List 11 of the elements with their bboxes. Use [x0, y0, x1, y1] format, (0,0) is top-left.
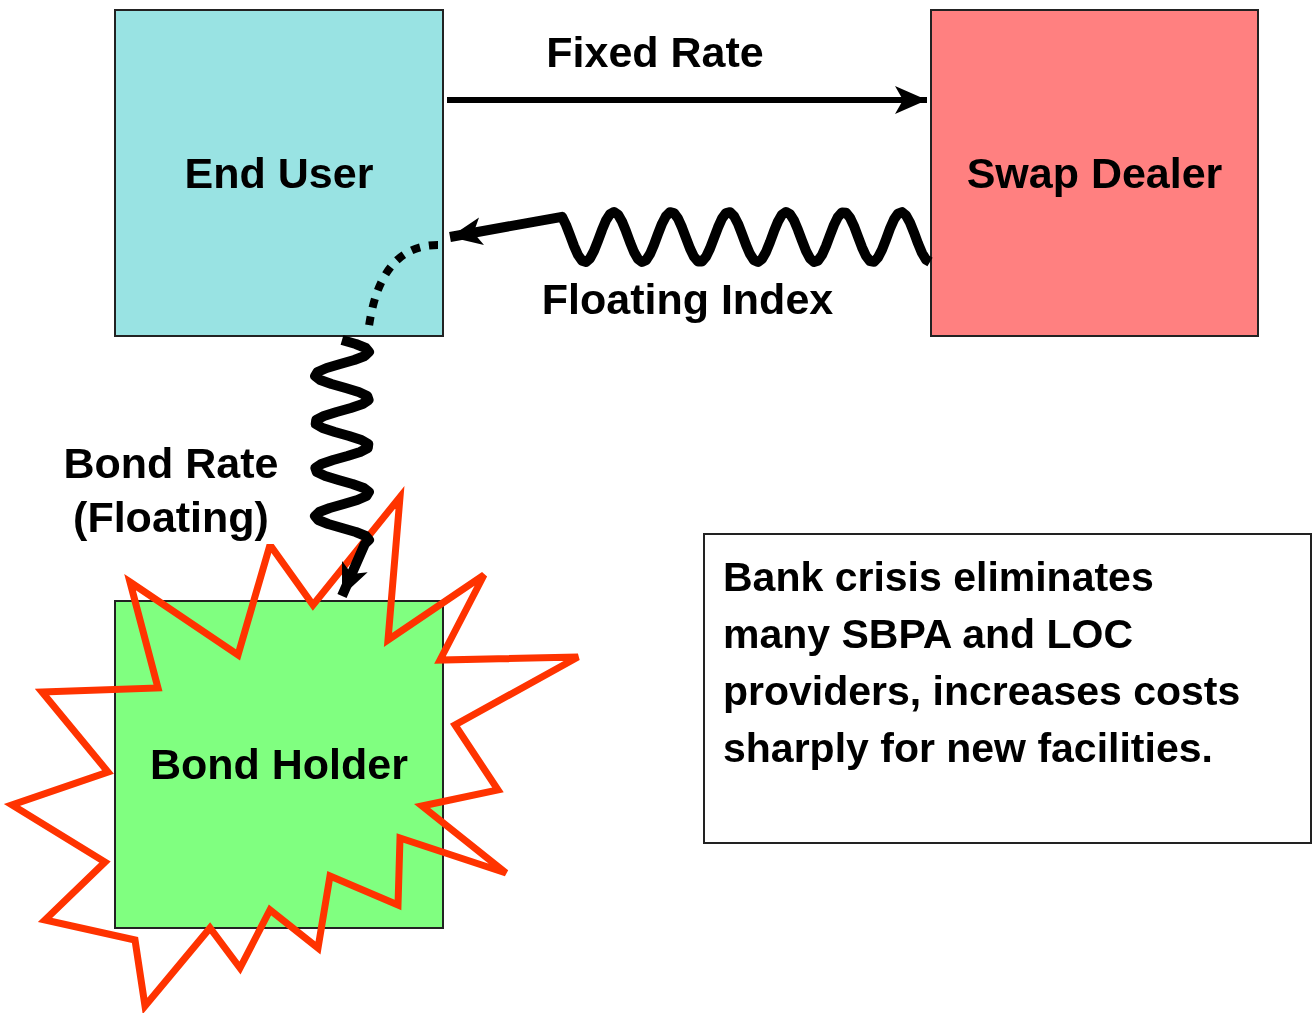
arrow: [449, 207, 935, 267]
node-label: Swap Dealer: [966, 148, 1223, 198]
node-label: Bond Holder: [150, 740, 408, 789]
arrow: [447, 86, 927, 114]
note-box: [703, 533, 1312, 844]
process-box: [114, 600, 444, 929]
process-box: [930, 9, 1259, 337]
node-label: End User: [184, 148, 374, 198]
arrow: [310, 335, 374, 598]
process-box: [114, 9, 444, 337]
node-label: Bank crisis eliminates many SBPA and LOC providers, increases costs sharply for new facilities.: [723, 553, 1242, 773]
